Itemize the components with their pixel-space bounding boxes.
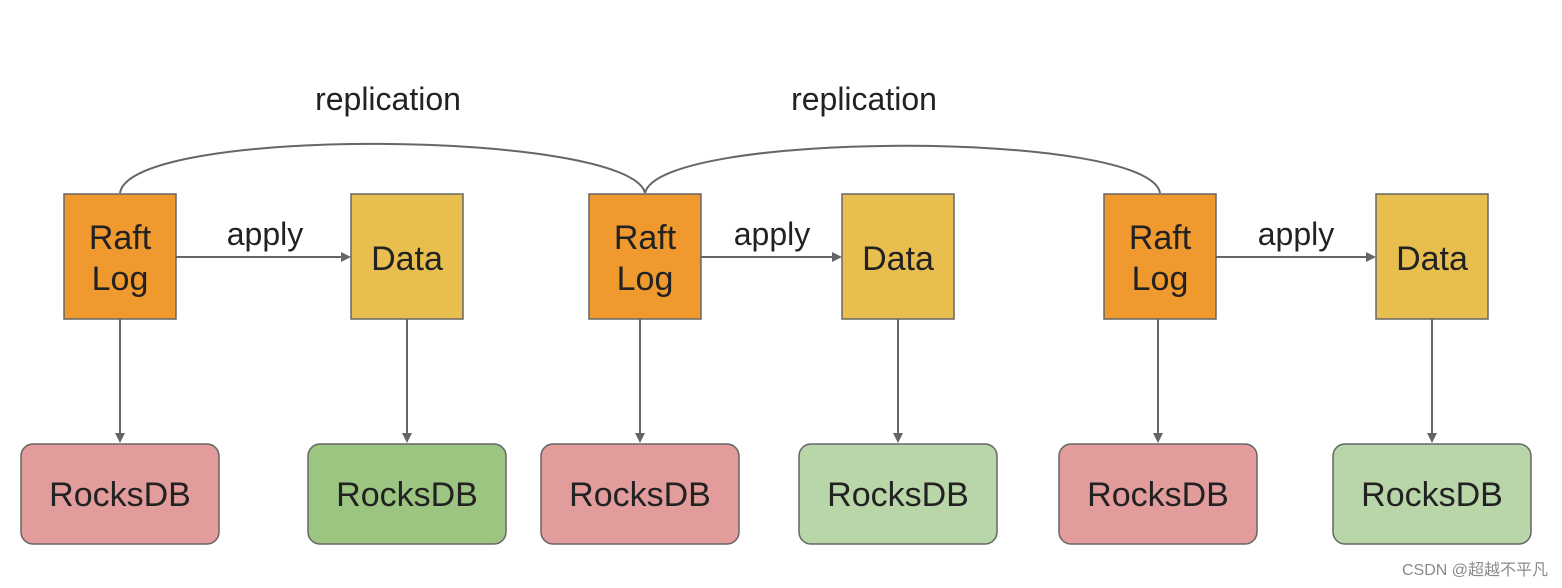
rocksdb-log-box-3	[1058, 443, 1258, 545]
group-2: Raft Log apply Data RocksDB RocksDB	[540, 193, 998, 545]
replication-arc-2	[644, 144, 1161, 194]
raft-log-label-2: Raft	[614, 219, 677, 257]
data-box-2	[841, 193, 955, 320]
rocksdb-log-label-2: RocksDB	[569, 476, 711, 514]
raft-log-label-1b: Log	[92, 260, 149, 298]
watermark-text: CSDN @超越不平凡	[1401, 562, 1548, 579]
raft-log-label-1: Raft	[89, 219, 152, 257]
raft-log-box-2	[588, 193, 702, 320]
replication-label-1: replication	[315, 81, 461, 117]
raft-log-box-1	[63, 193, 177, 320]
apply-label-3: apply	[1258, 216, 1335, 252]
rocksdb-log-label-1: RocksDB	[49, 476, 191, 514]
group-3: Raft Log apply Data RocksDB RocksDB	[1058, 193, 1532, 545]
data-box-1	[350, 193, 464, 320]
rocksdb-log-box-2	[540, 443, 740, 545]
rocksdb-data-box-2	[798, 443, 998, 545]
rocksdb-data-label-2: RocksDB	[827, 476, 969, 514]
raft-log-label-3b: Log	[1132, 260, 1189, 298]
data-label-3: Data	[1396, 240, 1468, 278]
rocksdb-data-box-1	[307, 443, 507, 545]
rocksdb-data-box-3	[1332, 443, 1532, 545]
rocksdb-log-label-3: RocksDB	[1087, 476, 1229, 514]
raft-log-label-2b: Log	[617, 260, 674, 298]
group-1: Raft Log apply Data RocksDB RocksDB	[20, 193, 507, 545]
data-label-1: Data	[371, 240, 443, 278]
apply-label-2: apply	[734, 216, 811, 252]
rocksdb-log-box-1	[20, 443, 220, 545]
replication-label-2: replication	[791, 81, 937, 117]
apply-label-1: apply	[227, 216, 304, 252]
raft-log-label-3: Raft	[1129, 219, 1192, 257]
data-label-2: Data	[862, 240, 934, 278]
replication-arc-1	[119, 142, 646, 194]
rocksdb-data-label-1: RocksDB	[336, 476, 478, 514]
rocksdb-data-label-3: RocksDB	[1361, 476, 1503, 514]
